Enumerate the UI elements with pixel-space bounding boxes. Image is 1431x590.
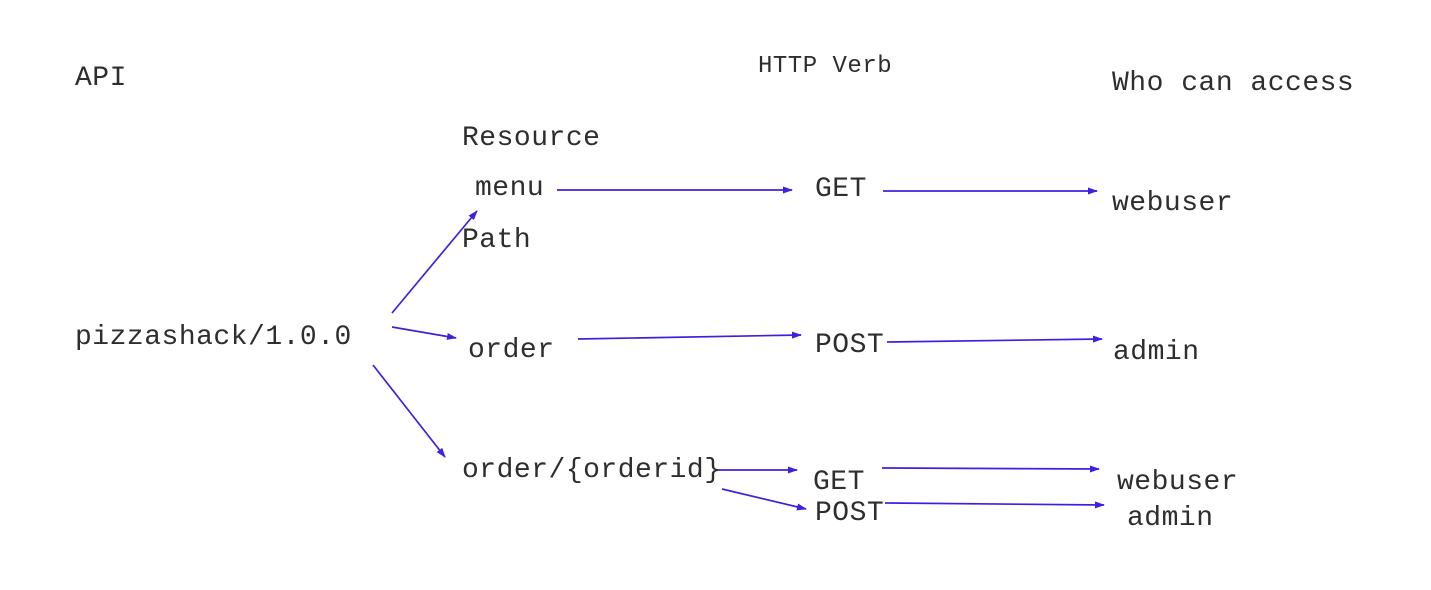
node-role-admin-orderid: admin [1127, 503, 1214, 534]
node-api-pizzashack: pizzashack/1.0.0 [75, 322, 352, 353]
header-resource-path-line2: Path [462, 225, 532, 256]
node-verb-get-menu: GET [815, 174, 867, 205]
arrow-pizzashack-to-orderid [372, 364, 446, 458]
header-resource-path: Resource Path [462, 54, 600, 326]
arrow-orderid-post-to-admin [884, 501, 1105, 509]
node-resource-menu: menu [475, 173, 545, 204]
arrow-orderid-get-to-webuser [881, 465, 1100, 473]
header-who-can-access: Who can access [1112, 68, 1355, 99]
node-verb-post-order: POST [815, 330, 885, 361]
arrow-order-to-post [577, 331, 802, 340]
node-verb-post-orderid: POST [815, 498, 885, 529]
arrow-pizzashack-to-order [391, 326, 457, 340]
header-api: API [75, 63, 127, 94]
node-resource-orderid: order/{orderid} [462, 455, 722, 486]
node-verb-get-orderid: GET [813, 467, 865, 498]
header-http-verb: HTTP Verb [758, 53, 893, 80]
node-resource-order: order [468, 335, 555, 366]
node-role-admin-order: admin [1113, 337, 1200, 368]
arrow-post-to-admin [886, 335, 1103, 343]
node-role-webuser-menu: webuser [1112, 188, 1234, 219]
node-role-webuser-orderid: webuser [1117, 467, 1239, 498]
header-resource-path-line1: Resource [462, 123, 601, 154]
arrow-orderid-to-post [721, 488, 807, 511]
